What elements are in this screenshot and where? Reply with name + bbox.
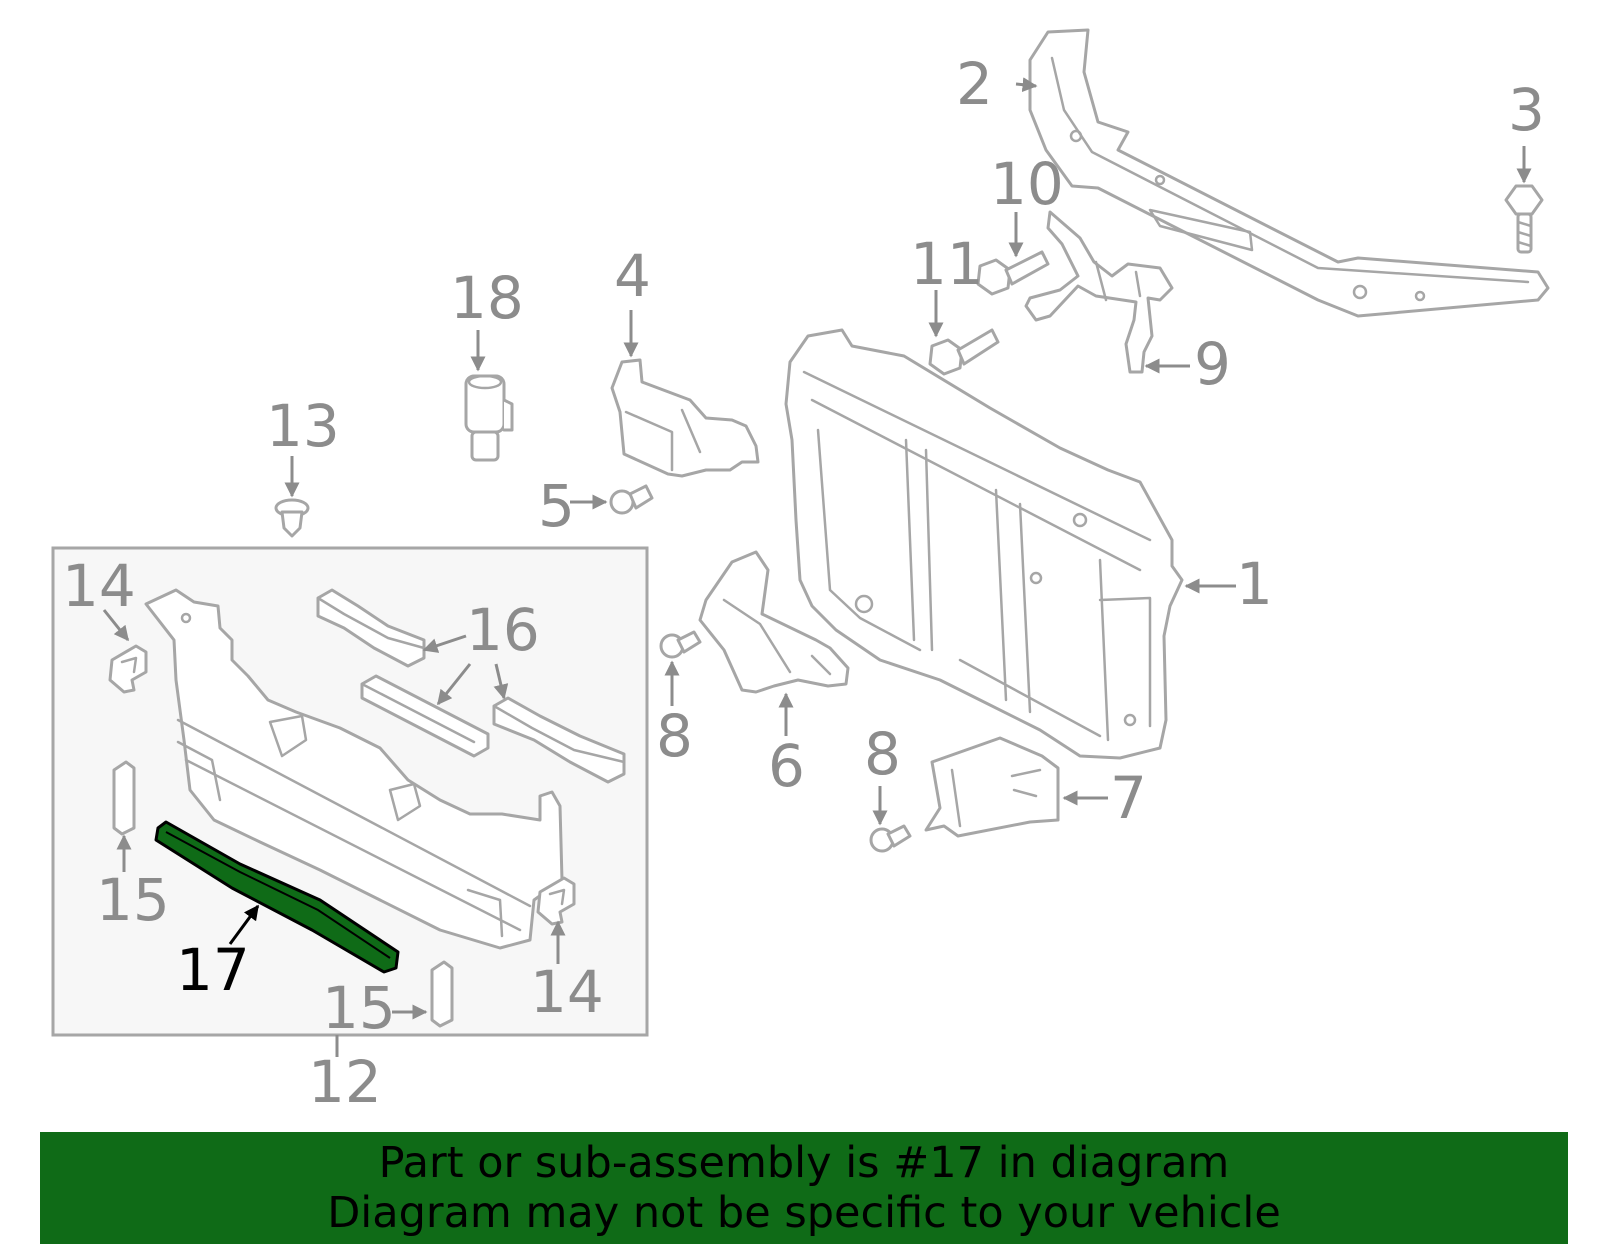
callout-16: 16 <box>466 596 540 664</box>
arrow-16-b <box>436 663 472 706</box>
callout-12: 12 <box>308 1048 382 1116</box>
callout-11: 11 <box>910 230 984 298</box>
part-8-clip-upper <box>659 630 702 659</box>
part-14-bracket-lower <box>536 876 576 926</box>
callout-8-lower: 8 <box>864 720 901 788</box>
arrow-16-c <box>493 663 509 700</box>
part-18-sensor <box>464 374 514 462</box>
part-13-clip <box>274 498 310 538</box>
part-9-bracket <box>1024 210 1174 374</box>
part-7-air-guide <box>924 736 1060 838</box>
part-10-bolt <box>976 250 1050 296</box>
part-15-spacer-lower <box>430 960 454 1028</box>
info-banner: Part or sub-assembly is #17 in diagram D… <box>40 1132 1568 1244</box>
part-8-clip-lower <box>869 824 912 853</box>
banner-line-disclaimer: Diagram may not be specific to your vehi… <box>327 1188 1281 1238</box>
callout-5: 5 <box>538 472 575 540</box>
callout-1: 1 <box>1236 550 1273 618</box>
arrow-2 <box>1015 77 1038 93</box>
callout-13: 13 <box>266 392 340 460</box>
callout-9: 9 <box>1194 330 1231 398</box>
part-1-radiator-support <box>784 328 1184 760</box>
callout-8-upper: 8 <box>656 702 693 770</box>
part-12-bumper-reinforcement <box>144 588 564 950</box>
part-15-spacer-upper <box>112 760 136 836</box>
callout-17: 17 <box>176 936 250 1004</box>
part-5-clip <box>609 484 654 515</box>
callout-7: 7 <box>1110 764 1147 832</box>
part-16-absorber-right <box>492 696 626 784</box>
callout-2: 2 <box>956 50 993 118</box>
callout-3: 3 <box>1508 76 1545 144</box>
banner-line-part-number: Part or sub-assembly is #17 in diagram <box>378 1138 1230 1188</box>
arrow-17 <box>228 904 260 945</box>
part-2-upper-tie-bar <box>1028 28 1550 318</box>
part-16-absorber-top <box>316 588 426 668</box>
callout-15-upper: 15 <box>96 866 170 934</box>
arrow-14-upper <box>102 609 130 642</box>
callout-6: 6 <box>768 732 805 800</box>
arrow-16-a <box>422 634 467 653</box>
callout-10: 10 <box>990 150 1064 218</box>
callout-15-lower: 15 <box>322 974 396 1042</box>
callout-14-lower: 14 <box>530 958 604 1026</box>
part-14-bracket-upper <box>108 644 148 694</box>
part-6-air-guide <box>698 550 850 694</box>
part-11-bolt <box>928 328 1000 376</box>
part-3-bolt <box>1504 184 1544 254</box>
part-16-absorber-middle <box>360 674 490 758</box>
part-17-absorber-highlighted <box>154 820 400 974</box>
callout-18: 18 <box>450 264 524 332</box>
callout-4: 4 <box>614 242 651 310</box>
callout-14-upper: 14 <box>62 552 136 620</box>
part-4-bracket <box>610 358 760 478</box>
